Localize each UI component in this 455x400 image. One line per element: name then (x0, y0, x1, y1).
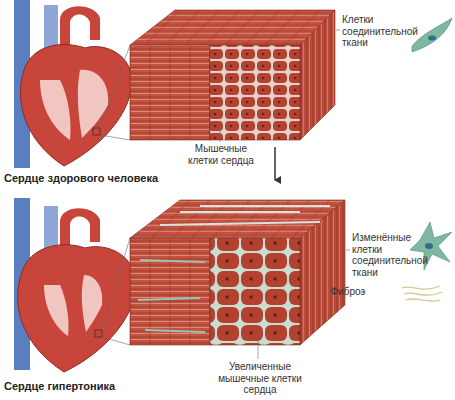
tissue-block-hypertensive (130, 200, 345, 345)
connective-cell (412, 18, 452, 52)
caption-label: Сердце гипертоника (4, 380, 184, 393)
caption-label: Сердце здорового человека (4, 172, 184, 185)
heart-healthy (14, 0, 132, 168)
part-label: Фиброз (325, 286, 365, 298)
part-label: Клетки соединительной ткани (342, 14, 410, 49)
part-label: Изменённые клетки соединительной ткани (352, 232, 410, 278)
part-label: Увеличенные мышечные клетки сердца (205, 361, 315, 396)
tissue-block-healthy (130, 10, 335, 140)
down-arrow (274, 147, 276, 180)
heart-hypertensive (14, 198, 136, 372)
altered-connective-cell (410, 222, 452, 270)
fibrosis-fibers (402, 286, 442, 301)
part-label: Мышечные клетки сердца (180, 143, 262, 166)
